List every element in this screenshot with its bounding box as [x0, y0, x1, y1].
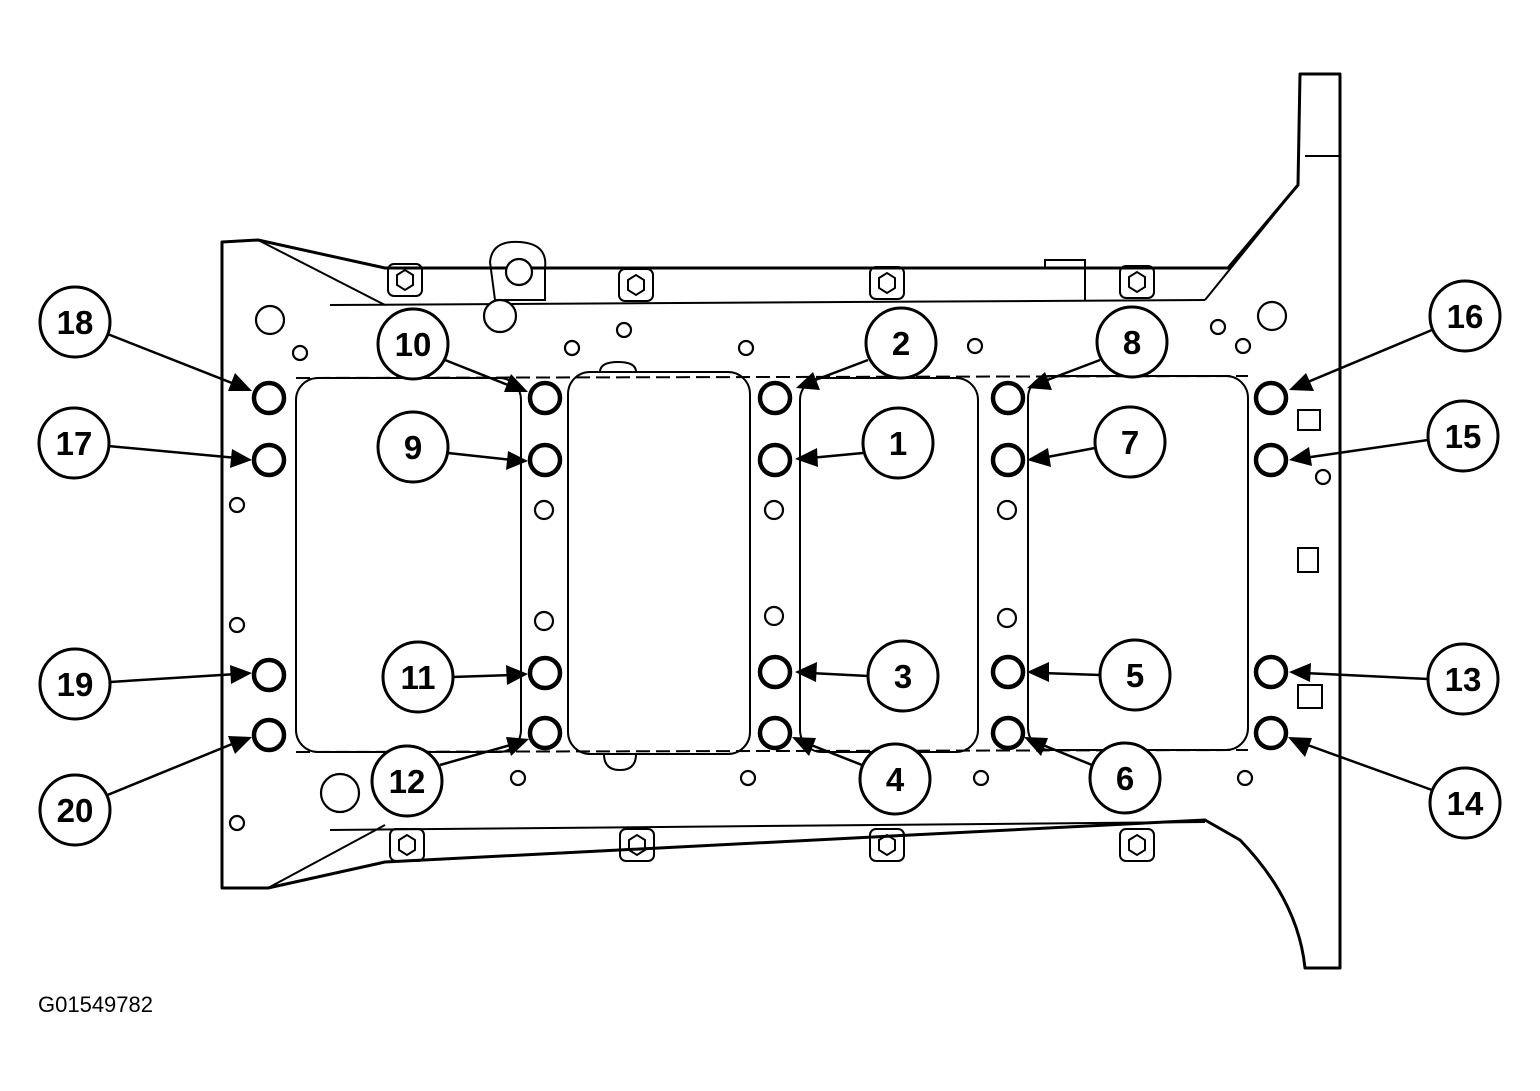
callout-6-label: 6	[1116, 760, 1134, 797]
callout-17-label: 17	[56, 425, 93, 462]
hex-bolt-bosses	[387, 263, 1155, 862]
callout-4: 4	[792, 737, 932, 816]
callout-5-label: 5	[1126, 657, 1144, 694]
housing-outline	[220, 72, 1342, 970]
callout-1: 1	[795, 406, 935, 480]
bays	[295, 360, 1323, 772]
callout-13-label: 13	[1445, 661, 1482, 698]
callout-15-label: 15	[1445, 418, 1482, 455]
callout-18-label: 18	[57, 304, 94, 341]
callout-7: 7	[1027, 405, 1167, 479]
callout-14-label: 14	[1447, 785, 1484, 822]
callout-20-label: 20	[57, 792, 94, 829]
bolt-holes	[251, 380, 1289, 753]
callout-10: 10	[376, 307, 528, 392]
callout-17: 17	[37, 406, 252, 480]
callout-3: 3	[795, 639, 940, 713]
figure-code: G01549782	[38, 992, 153, 1017]
callout-6: 6	[1024, 737, 1162, 815]
callout-9: 9	[376, 410, 528, 484]
callout-8: 8	[1027, 305, 1169, 390]
callout-12: 12	[370, 737, 529, 818]
callout-12-label: 12	[389, 763, 426, 800]
callout-8-label: 8	[1123, 324, 1141, 361]
callout-16-label: 16	[1447, 298, 1484, 335]
small-holes	[228, 300, 1332, 832]
callout-1-label: 1	[889, 425, 907, 462]
callout-19: 19	[38, 647, 252, 721]
callout-5: 5	[1027, 638, 1172, 712]
callout-19-label: 19	[57, 666, 94, 703]
callout-15: 15	[1289, 399, 1500, 473]
callout-9-label: 9	[404, 429, 422, 466]
callout-16: 16	[1289, 279, 1502, 391]
callout-7-label: 7	[1121, 424, 1139, 461]
callout-11-label: 11	[401, 659, 436, 696]
callout-11: 11	[381, 640, 528, 714]
callout-14: 14	[1288, 737, 1502, 840]
callout-2: 2	[796, 306, 938, 390]
callout-13: 13	[1289, 642, 1500, 716]
callout-10-label: 10	[395, 326, 432, 363]
callout-3-label: 3	[894, 658, 912, 695]
callout-2-label: 2	[892, 325, 910, 362]
callout-20: 20	[38, 736, 252, 847]
callout-18: 18	[38, 285, 252, 391]
callout-4-label: 4	[886, 761, 905, 798]
